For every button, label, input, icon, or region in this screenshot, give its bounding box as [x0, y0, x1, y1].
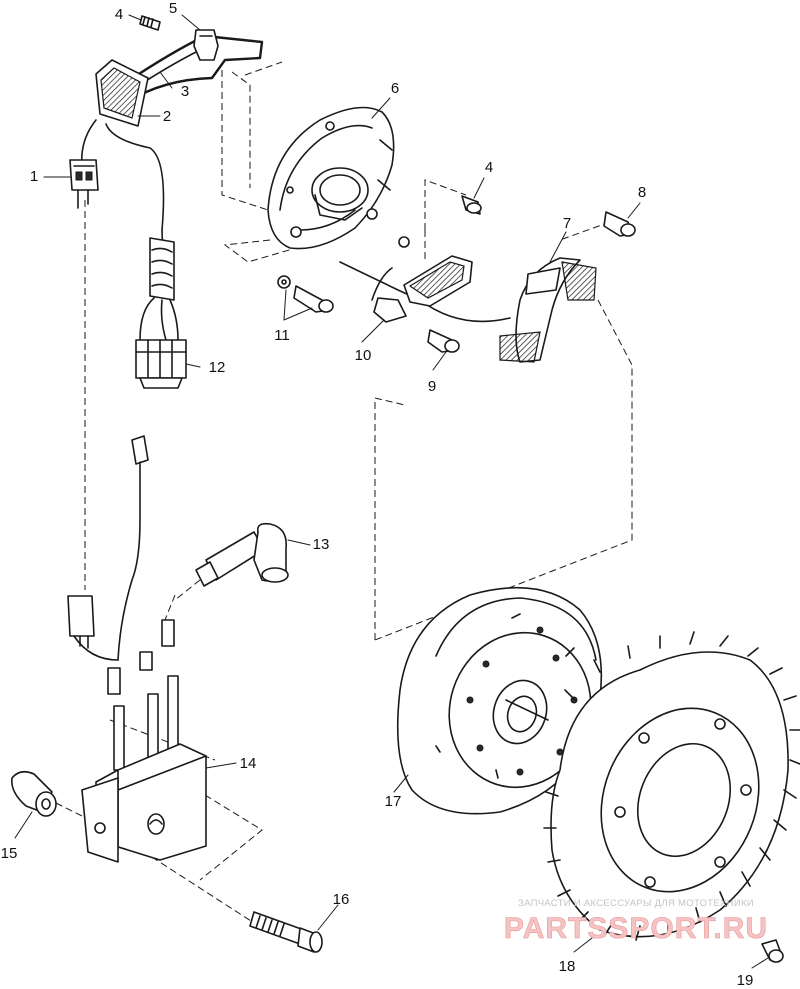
watermark: ЗАПЧАСТИ И АКСЕССУАРЫ ДЛЯ МОТОТЕХНИКИ PA…	[504, 898, 768, 945]
callout-5: 5	[169, 0, 177, 17]
callout-numbers: 1 2 3 4 5 6 4 7 8 9 10 11 12 13 14 15 16…	[1, 0, 754, 989]
callout-1: 1	[30, 168, 38, 185]
callout-16: 16	[333, 891, 350, 908]
part-10-pickup-coil	[339, 236, 511, 323]
callout-12: 12	[209, 359, 226, 376]
part-11-screw-washer	[277, 275, 334, 313]
callout-3: 3	[181, 83, 189, 100]
callout-13: 13	[313, 536, 330, 553]
part-2-regulator	[95, 59, 149, 127]
part-14-ignition-coil	[81, 619, 207, 863]
callout-6: 6	[391, 80, 399, 97]
ignition-lead-wire	[67, 435, 149, 661]
part-12-connector	[135, 339, 187, 389]
part-13-spark-plug-cap	[195, 522, 289, 587]
callout-18: 18	[559, 958, 576, 975]
part-17-flywheel	[396, 586, 603, 815]
part-6-stator-plate	[267, 106, 395, 250]
callout-19: 19	[737, 972, 754, 989]
part-5-wire-clip	[193, 29, 219, 61]
part-9-screw	[427, 329, 460, 353]
part-7-charge-coil	[499, 257, 597, 363]
callout-2: 2	[163, 108, 171, 125]
callout-10: 10	[355, 347, 372, 364]
callout-4-top: 4	[115, 6, 123, 23]
part-1-wire-harness	[69, 119, 179, 341]
callout-14: 14	[240, 755, 257, 772]
callout-9: 9	[428, 378, 436, 395]
callout-15: 15	[1, 845, 18, 862]
callout-4-mid: 4	[485, 159, 493, 176]
part-16-bolt	[249, 911, 323, 953]
callout-11: 11	[274, 327, 290, 344]
leader-lines	[14, 14, 769, 969]
part-8-screw	[603, 211, 636, 237]
callout-7: 7	[563, 215, 571, 232]
part-15-bushing	[10, 770, 57, 817]
part-19-screw	[761, 939, 784, 963]
callout-8: 8	[638, 184, 646, 201]
watermark-tagline: ЗАПЧАСТИ И АКСЕССУАРЫ ДЛЯ МОТОТЕХНИКИ	[518, 898, 754, 909]
part-4-screw-top	[139, 15, 161, 31]
part-4-screw-mid	[461, 195, 482, 215]
callout-17: 17	[385, 793, 402, 810]
part-18-cooling-fan	[543, 631, 800, 941]
watermark-brand: PARTSSPORT.RU	[504, 912, 768, 945]
